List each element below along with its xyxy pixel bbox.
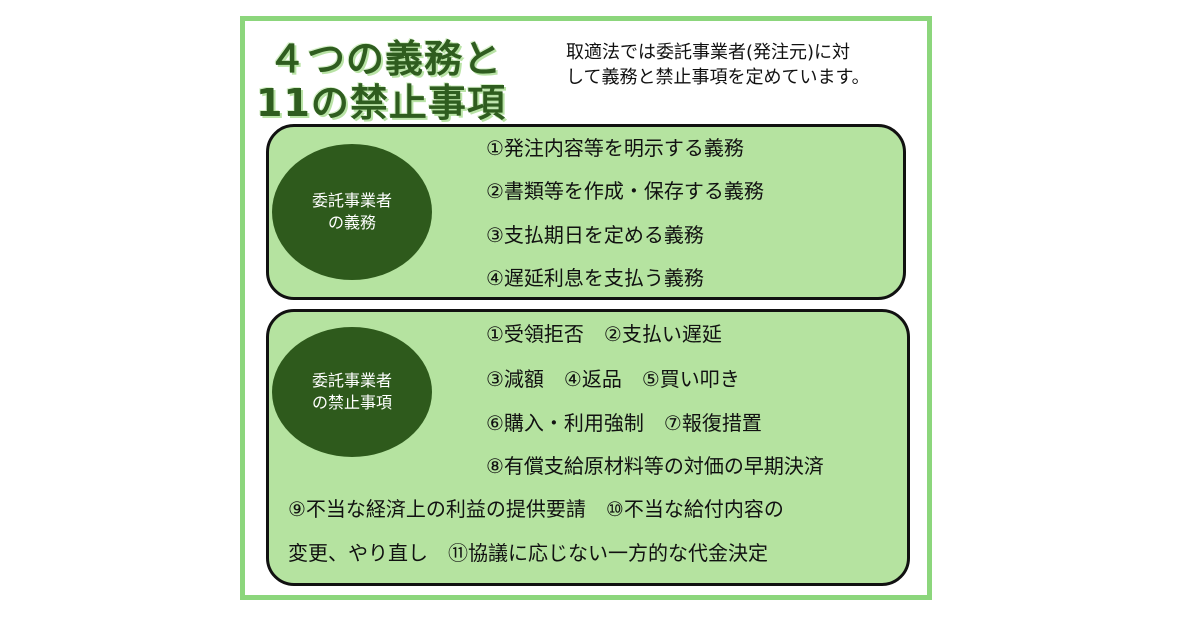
obligation-item: ①発注内容等を明示する義務 bbox=[486, 136, 744, 160]
obligations-label-line-1: 委託事業者 bbox=[311, 191, 392, 210]
prohibitions-label-line-1: 委託事業者 bbox=[311, 371, 392, 390]
title-line-1: ４つの義務と bbox=[268, 37, 503, 81]
prohibition-line: ⑨不当な経済上の利益の提供要請 ⑩不当な給付内容の bbox=[288, 497, 784, 521]
obligations-label-line-2: の義務 bbox=[327, 213, 376, 232]
title-line-2: 11の禁止事項 bbox=[256, 81, 506, 125]
prohibitions-label: 委託事業者の禁止事項 bbox=[272, 327, 432, 457]
obligations-label: 委託事業者の義務 bbox=[272, 144, 432, 280]
prohibition-line: ③減額 ④返品 ⑤買い叩き bbox=[486, 367, 740, 391]
prohibitions-label-line-2: の禁止事項 bbox=[311, 393, 392, 412]
prohibition-line: ⑧有償支給原材料等の対価の早期決済 bbox=[486, 454, 824, 478]
description-line-1: 取適法では委託事業者(発注元)に対 bbox=[566, 42, 851, 63]
prohibition-line: ⑥購入・利用強制 ⑦報復措置 bbox=[486, 411, 762, 435]
description: 取適法では委託事業者(発注元)に対 して義務と禁止事項を定めています。 bbox=[566, 40, 870, 90]
description-line-2: して義務と禁止事項を定めています。 bbox=[566, 67, 870, 88]
prohibition-line: ①受領拒否 ②支払い遅延 bbox=[486, 322, 722, 346]
obligation-item: ④遅延利息を支払う義務 bbox=[486, 266, 704, 290]
obligation-item: ③支払期日を定める義務 bbox=[486, 223, 704, 247]
prohibition-line: 変更、やり直し ⑪協議に応じない一方的な代金決定 bbox=[288, 541, 768, 565]
obligation-item: ②書類等を作成・保存する義務 bbox=[486, 179, 764, 203]
